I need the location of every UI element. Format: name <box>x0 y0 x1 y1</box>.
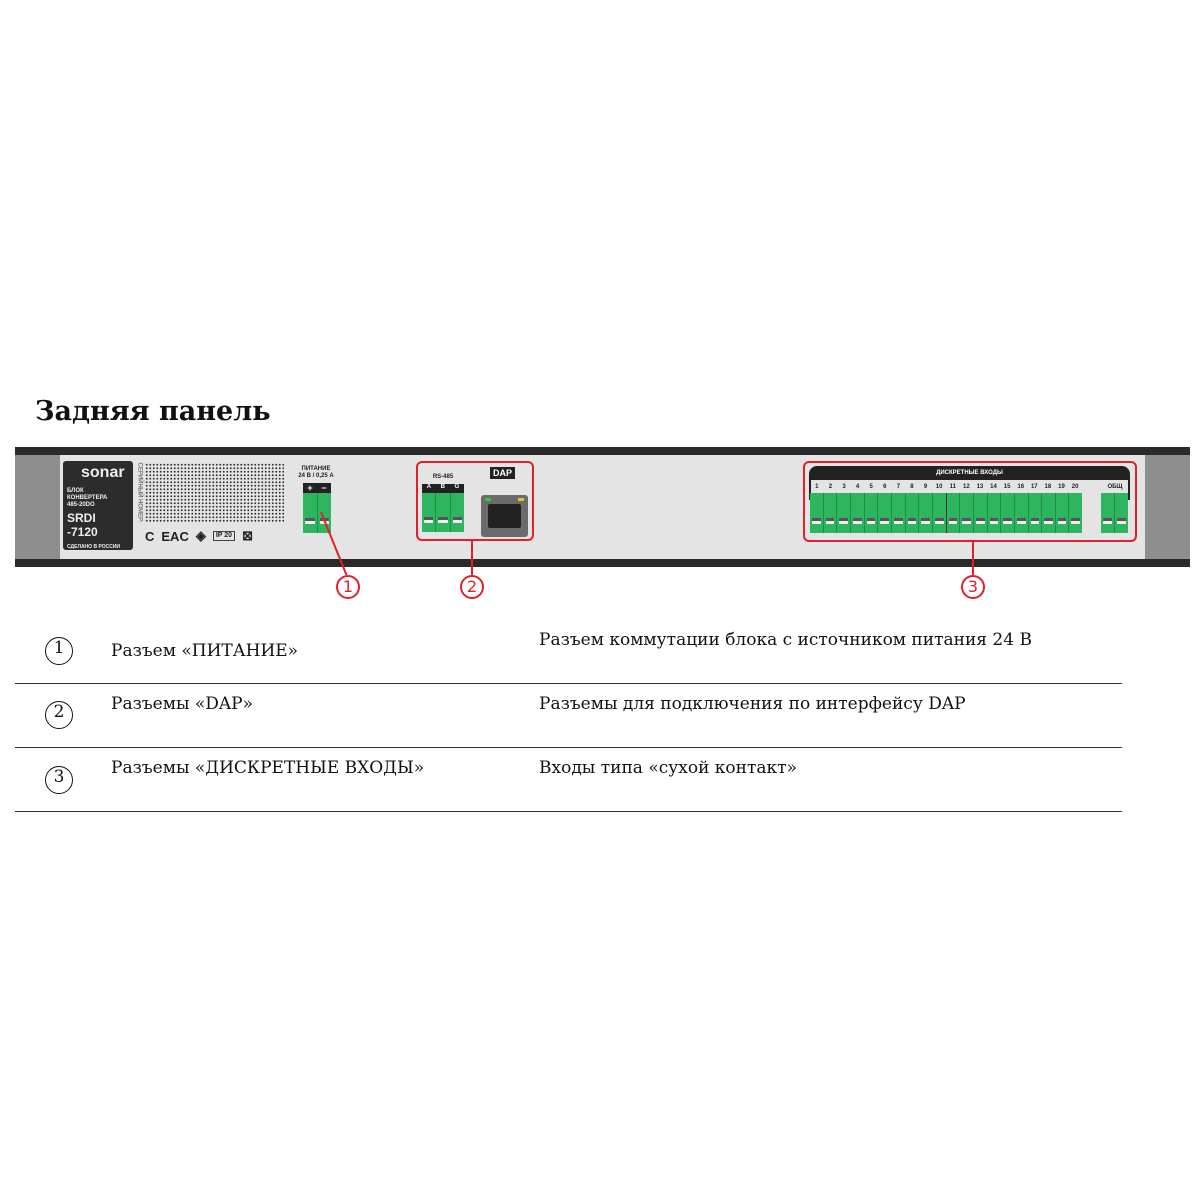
input-terminal <box>960 493 974 533</box>
row-name: Разъемы «DAP» <box>111 694 254 714</box>
callout-box-2 <box>416 461 534 541</box>
minus-pin: − <box>321 483 327 493</box>
eac-mark: EAC <box>161 528 189 544</box>
label-line: КОНВЕРТЕРА <box>67 495 108 501</box>
input-terminal <box>824 493 838 533</box>
input-number: 16 <box>1017 484 1025 490</box>
input-number: 10 <box>935 484 943 490</box>
row-number: 3 <box>45 766 73 794</box>
power-label-text: ПИТАНИЕ <box>301 466 331 472</box>
row-description: Входы типа «сухой контакт» <box>539 758 797 778</box>
row-description: Разъемы для подключения по интерфейсу DA… <box>539 694 966 714</box>
pin-a: A <box>426 484 432 490</box>
input-terminal <box>933 493 947 533</box>
pin-g: G <box>454 484 460 490</box>
input-terminal <box>1029 493 1043 533</box>
input-number: 19 <box>1058 484 1065 490</box>
pin-b: B <box>440 484 445 490</box>
input-number: 14 <box>990 484 997 490</box>
inputs-header: ДИСКРЕТНЫЕ ВХОДЫ <box>809 466 1130 480</box>
callout-line-2 <box>471 541 473 575</box>
row-number: 1 <box>45 637 73 665</box>
input-number: 17 <box>1030 484 1038 490</box>
input-terminal <box>919 493 933 533</box>
input-terminal <box>906 493 920 533</box>
input-terminal <box>947 493 961 533</box>
row-description: Разъем коммутации блока с источником пит… <box>539 630 1032 650</box>
input-number: 4 <box>855 484 860 490</box>
device-label: sonar БЛОК КОНВЕРТЕРА 485-20DO SRDI -712… <box>63 461 133 550</box>
model-name: SRDI -7120 <box>67 511 98 539</box>
input-terminal <box>1069 493 1082 533</box>
input-number: 6 <box>883 484 887 490</box>
table-row: 2 Разъемы «DAP» Разъемы для подключения … <box>15 684 1122 748</box>
common-label: ОБЩ <box>1107 484 1123 490</box>
input-number: 3 <box>842 484 846 490</box>
inputs-connector <box>810 493 1082 533</box>
input-terminal <box>974 493 988 533</box>
ip-rating: IP 20 <box>212 531 236 541</box>
right-mount-ear <box>1145 455 1190 559</box>
input-number: 2 <box>828 484 833 490</box>
input-number: 20 <box>1071 484 1079 490</box>
input-number: 15 <box>1003 484 1011 490</box>
table-row: 1 Разъем «ПИТАНИЕ» Разъем коммутации бло… <box>15 620 1122 684</box>
callout-line-3 <box>972 542 974 575</box>
rs485-label: RS-485 <box>432 474 454 480</box>
input-number: 5 <box>869 484 873 490</box>
callout-circle-2: 2 <box>460 575 484 599</box>
brand-logo: sonar <box>81 464 125 481</box>
serial-label: СЕРИЙНЫЙ НОМЕР: <box>136 462 143 523</box>
input-terminal <box>810 493 824 533</box>
callout-box-3 <box>803 461 1137 542</box>
input-terminal <box>865 493 879 533</box>
power-label: ПИТАНИЕ 24 В / 0,25 А <box>293 466 339 480</box>
callout-circle-3: 3 <box>961 575 985 599</box>
callout-circle-1: 1 <box>336 575 360 599</box>
input-terminal <box>878 493 892 533</box>
input-number: 8 <box>910 484 914 490</box>
input-terminal <box>892 493 906 533</box>
input-terminal <box>988 493 1002 533</box>
left-mount-ear <box>15 455 60 559</box>
plus-pin: + <box>307 483 313 493</box>
c-mark-icon: C <box>145 528 155 544</box>
input-number: 12 <box>962 484 970 490</box>
input-number: 13 <box>976 484 984 490</box>
label-line: БЛОК <box>67 488 84 494</box>
power-rating: 24 В / 0,25 А <box>298 473 334 479</box>
input-number: 7 <box>896 484 901 490</box>
weee-bin-icon: ⊠ <box>242 528 253 543</box>
input-terminal <box>1042 493 1056 533</box>
input-number: 1 <box>815 484 819 490</box>
table-row: 3 Разъемы «ДИСКРЕТНЫЕ ВХОДЫ» Входы типа … <box>15 748 1122 812</box>
safety-icon: ◈ <box>195 528 206 543</box>
input-number: 18 <box>1044 484 1052 490</box>
page-title: Задняя панель <box>35 396 271 427</box>
input-number: 11 <box>949 484 956 490</box>
row-name: Разъемы «ДИСКРЕТНЫЕ ВХОДЫ» <box>111 758 425 778</box>
input-terminal <box>1015 493 1029 533</box>
row-number: 2 <box>45 701 73 729</box>
label-line: 485-20DO <box>67 502 95 508</box>
made-in: СДЕЛАНО В РОССИИ <box>67 544 121 550</box>
dap-label: DAP <box>490 467 516 479</box>
input-number: 9 <box>923 484 928 490</box>
input-terminal <box>851 493 865 533</box>
dap-rj45-port <box>481 495 528 537</box>
common-connector <box>1101 493 1128 533</box>
row-name: Разъем «ПИТАНИЕ» <box>111 641 299 661</box>
input-terminal <box>837 493 851 533</box>
vent-grille <box>145 463 284 523</box>
certification-marks: C EAC ◈ IP 20 ⊠ <box>145 528 253 544</box>
input-terminal <box>1001 493 1015 533</box>
input-terminal <box>1056 493 1070 533</box>
